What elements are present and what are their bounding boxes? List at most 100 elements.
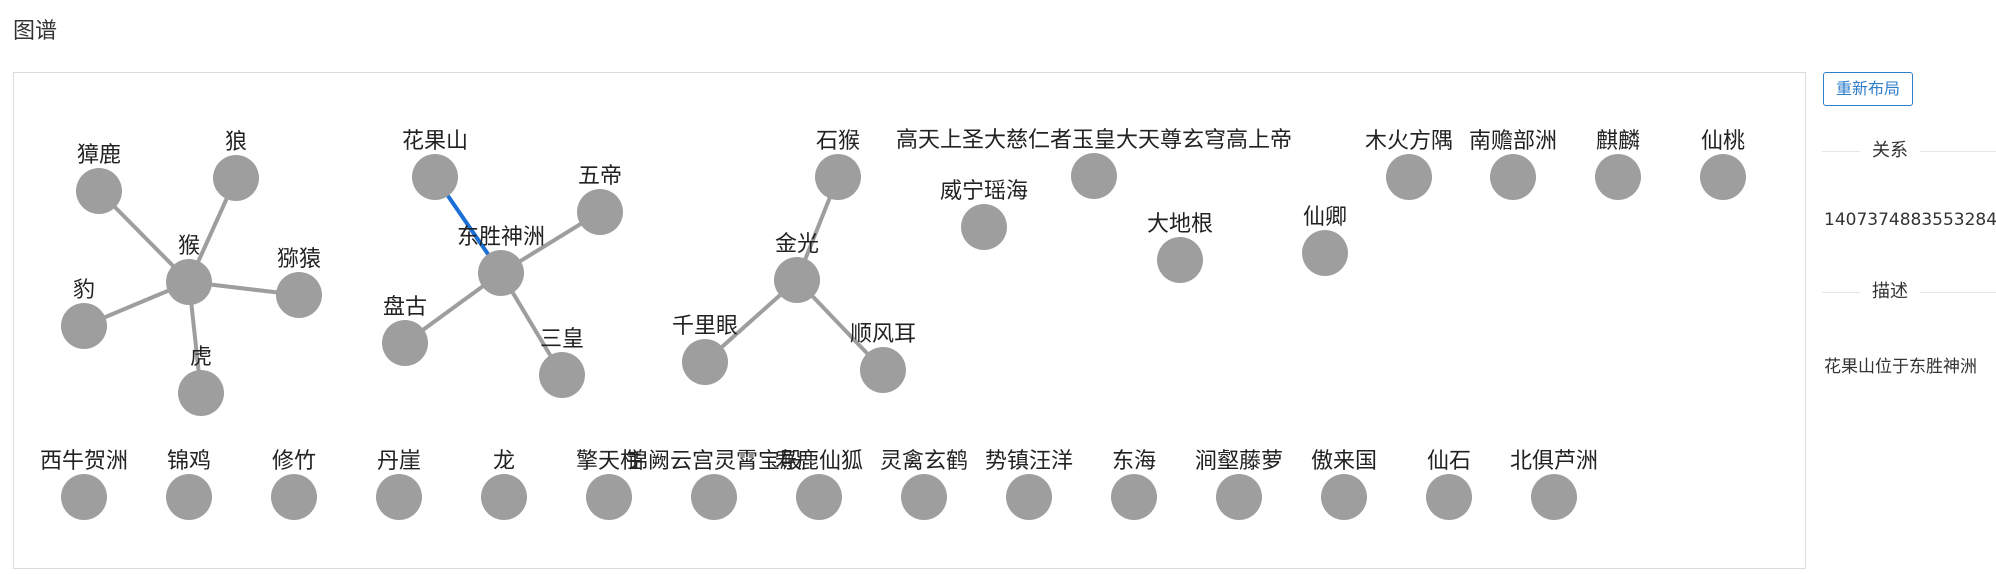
graph-node-label: 虎 [190, 345, 212, 370]
graph-node-label: 猕猿 [277, 247, 321, 272]
graph-node-circle[interactable] [178, 370, 224, 416]
graph-node[interactable]: 石猴 [815, 129, 861, 200]
graph-node-circle[interactable] [271, 474, 317, 520]
divider-line [1920, 292, 1996, 293]
graph-node-label: 灵禽玄鹤 [880, 449, 968, 474]
graph-node-circle[interactable] [1700, 154, 1746, 200]
graph-node[interactable]: 盘古 [382, 295, 428, 366]
graph-node[interactable]: 灵禽玄鹤 [880, 449, 968, 520]
graph-node[interactable]: 仙桃 [1700, 129, 1746, 200]
graph-node-circle[interactable] [61, 303, 107, 349]
graph-node-circle[interactable] [1071, 153, 1117, 199]
graph-node[interactable]: 威宁瑶海 [940, 179, 1028, 250]
graph-node-label: 大地根 [1147, 212, 1213, 237]
graph-node[interactable]: 獐鹿 [76, 143, 122, 214]
graph-node-circle[interactable] [412, 154, 458, 200]
graph-node-label: 锦阙云宫灵霄宝殿 [626, 449, 802, 474]
graph-node-circle[interactable] [577, 189, 623, 235]
graph-node[interactable]: 麒麟 [1595, 129, 1641, 200]
graph-node[interactable]: 修竹 [271, 449, 317, 520]
graph-node[interactable]: 顺风耳 [850, 322, 916, 393]
graph-node[interactable]: 龙 [481, 449, 527, 520]
graph-node[interactable]: 三皇 [539, 327, 585, 398]
graph-node-circle[interactable] [382, 320, 428, 366]
graph-node-label: 修竹 [272, 449, 316, 474]
graph-node-circle[interactable] [376, 474, 422, 520]
graph-node[interactable]: 五帝 [577, 164, 623, 235]
graph-node[interactable]: 锦鸡 [166, 449, 212, 520]
graph-node[interactable]: 千里眼 [672, 314, 738, 385]
graph-node-circle[interactable] [481, 474, 527, 520]
graph-node-circle[interactable] [1426, 474, 1472, 520]
graph-node[interactable]: 东海 [1111, 449, 1157, 520]
graph-node-label: 涧壑藤萝 [1195, 449, 1283, 474]
graph-node[interactable]: 仙石 [1426, 449, 1472, 520]
graph-node-circle[interactable] [1006, 474, 1052, 520]
graph-node[interactable]: 寿鹿仙狐 [775, 449, 863, 520]
graph-node-label: 豹 [73, 278, 95, 303]
graph-node-circle[interactable] [815, 154, 861, 200]
graph-node-circle[interactable] [166, 259, 212, 305]
graph-node[interactable]: 锦阙云宫灵霄宝殿 [626, 449, 802, 520]
divider-line [1920, 151, 1996, 152]
graph-node-circle[interactable] [796, 474, 842, 520]
graph-node[interactable]: 北俱芦洲 [1510, 449, 1598, 520]
graph-node-circle[interactable] [76, 168, 122, 214]
graph-node-circle[interactable] [276, 272, 322, 318]
graph-node-circle[interactable] [539, 352, 585, 398]
graph-node[interactable]: 高天上圣大慈仁者玉皇大天尊玄穹高上帝 [896, 128, 1292, 199]
graph-node-circle[interactable] [961, 204, 1007, 250]
graph-node-circle[interactable] [213, 155, 259, 201]
graph-node-label: 木火方隅 [1365, 129, 1453, 154]
graph-canvas[interactable]: 猴 獐鹿 狼猕猿豹虎 东胜神洲 花果山 五帝盘古 三皇 金光 石猴千里眼 顺风耳 高天上圣大慈仁者玉… [13, 72, 1806, 569]
graph-node-label: 东海 [1112, 449, 1156, 474]
graph-node[interactable]: 猕猿 [276, 247, 322, 318]
graph-node-circle[interactable] [1302, 230, 1348, 276]
graph-node-label: 仙石 [1427, 449, 1471, 474]
graph-node[interactable]: 大地根 [1147, 212, 1213, 283]
graph-node-circle[interactable] [586, 474, 632, 520]
graph-node-circle[interactable] [1157, 237, 1203, 283]
graph-node-circle[interactable] [1595, 154, 1641, 200]
graph-node[interactable]: 势镇汪洋 [985, 449, 1073, 520]
graph-node-circle[interactable] [1531, 474, 1577, 520]
graph-node-circle[interactable] [1111, 474, 1157, 520]
graph-node-circle[interactable] [478, 250, 524, 296]
graph-node[interactable]: 丹崖 [376, 449, 422, 520]
graph-node[interactable]: 金光 [774, 232, 820, 303]
graph-node[interactable]: 西牛贺洲 [40, 449, 128, 520]
graph-node-circle[interactable] [61, 474, 107, 520]
graph-node[interactable]: 涧壑藤萝 [1195, 449, 1283, 520]
graph-node-circle[interactable] [860, 347, 906, 393]
graph-node-circle[interactable] [682, 339, 728, 385]
description-value: 花果山位于东胜神洲 [1824, 357, 1977, 377]
graph-node[interactable]: 擎天柱 [576, 449, 642, 520]
graph-node-label: 仙卿 [1303, 205, 1347, 230]
relation-heading: 关系 [1872, 140, 1908, 161]
relayout-button[interactable]: 重新布局 [1823, 72, 1914, 106]
graph-node-label: 龙 [493, 449, 515, 474]
graph-node-circle[interactable] [901, 474, 947, 520]
graph-node-circle[interactable] [1216, 474, 1262, 520]
graph-node[interactable]: 东胜神洲 [457, 225, 545, 296]
graph-node-circle[interactable] [774, 257, 820, 303]
graph-node[interactable]: 傲来国 [1311, 449, 1377, 520]
graph-node[interactable]: 豹 [61, 278, 107, 349]
graph-node-circle[interactable] [691, 474, 737, 520]
graph-node[interactable]: 木火方隅 [1365, 129, 1453, 200]
graph-node-circle[interactable] [1321, 474, 1367, 520]
graph-node[interactable]: 仙卿 [1302, 205, 1348, 276]
graph-node[interactable]: 狼 [213, 130, 259, 201]
graph-node-label: 獐鹿 [77, 143, 121, 168]
graph-node[interactable]: 花果山 [402, 129, 468, 200]
graph-node[interactable]: 南赡部洲 [1469, 129, 1557, 200]
graph-node-label: 麒麟 [1596, 129, 1640, 154]
graph-node[interactable]: 猴 [166, 234, 212, 305]
graph-node-label: 傲来国 [1311, 449, 1377, 474]
graph-node-circle[interactable] [1490, 154, 1536, 200]
graph-node-circle[interactable] [166, 474, 212, 520]
graph-node-circle[interactable] [1386, 154, 1432, 200]
graph-node[interactable]: 虎 [178, 345, 224, 416]
